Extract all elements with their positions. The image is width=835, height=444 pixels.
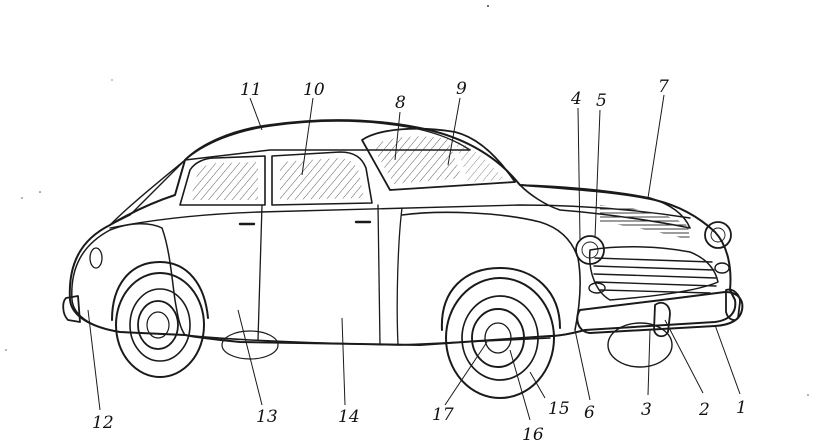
callout-12: 12 [92,413,114,433]
front-door-seam-front [396,207,403,346]
callout-9: 9 [456,79,467,99]
hood [519,184,691,229]
bumper-guard-right [725,288,741,321]
front-fender [401,211,581,331]
rear-quarter-window [179,155,266,206]
callout-labels: 1 2 3 4 5 6 7 8 9 10 11 12 13 14 15 16 1… [92,77,747,444]
rear-bumper [62,295,81,323]
callout-10: 10 [303,80,325,100]
rear-fender [71,223,186,336]
callout-4: 4 [570,89,582,109]
front-wheel [445,277,555,399]
rear-door-seam [257,204,263,341]
callout-14: 14 [338,407,360,427]
callout-3: 3 [641,400,652,420]
headlight-right [704,221,732,249]
hood-hatch [600,205,690,240]
headlight-left [575,235,605,265]
parking-lamp-right [714,262,730,274]
callout-15: 15 [548,399,570,419]
far-front-wheel [607,322,673,368]
rear-quarter-window-glass [190,162,258,200]
roof-panel [109,120,471,226]
leader-lines [87,94,741,421]
rear-wheel-arch [111,261,209,321]
front-wheel-arch [440,267,561,331]
windshield-glass [455,140,505,182]
callout-6: 6 [584,403,595,423]
callout-5: 5 [596,91,607,111]
callout-13: 13 [256,407,278,427]
callout-7: 7 [658,77,669,97]
callout-11: 11 [240,80,262,100]
rear-door-window [271,151,373,206]
callout-2: 2 [698,400,710,420]
callout-8: 8 [395,93,406,113]
rear-wheel [115,272,205,378]
parking-lamp-left [588,282,606,294]
front-door-window [372,136,462,184]
front-bumper [576,291,744,334]
car-illustration [62,119,744,346]
callout-1: 1 [736,398,747,418]
front-door-seam-rear [377,204,381,346]
radiator-grille [588,246,719,301]
scan-specks [5,5,809,396]
callout-17: 17 [432,405,454,425]
tail-lamp [89,247,103,269]
rear-door-window-glass [280,158,364,200]
callout-16: 16 [522,425,544,444]
door-sill [184,334,551,346]
windshield-frame [361,127,516,191]
bumper-guard-left [653,301,671,338]
far-rear-wheel [221,330,279,360]
